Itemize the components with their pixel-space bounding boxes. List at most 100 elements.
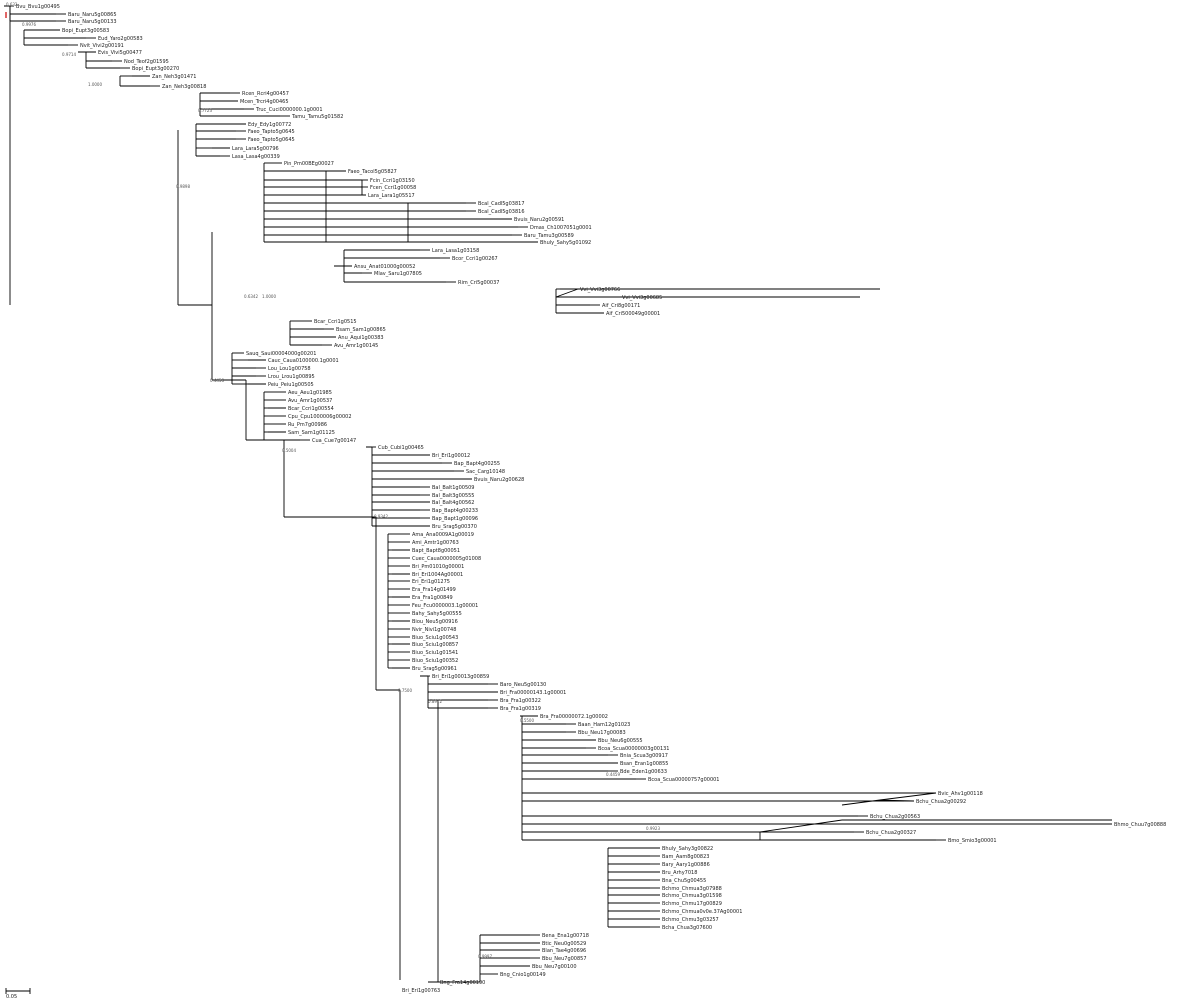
leaf-label: Bary_Aary1g00886 <box>662 862 710 868</box>
leaf-label: Vvi_Vvi3g00685 <box>622 295 662 301</box>
leaf-label: Bri_Eri1g00763 <box>402 988 440 994</box>
leaf-label: Faeo_Tacol5g05827 <box>348 169 397 175</box>
leaf-label: Bmo_Smio3g00001 <box>948 838 997 844</box>
leaf-label: Bcoa_Scua00000757g00001 <box>648 777 720 783</box>
long-branch <box>879 792 937 801</box>
leaf-label: Bbu_Neu7g00100 <box>532 964 577 970</box>
leaf-label: Bchmo_Chmua0v0e.37Ag00001 <box>662 909 742 915</box>
leaf-label: Lrou_Lrou1g00895 <box>268 374 315 380</box>
leaf-label: Bri_Fra00000143.1g00001 <box>500 690 566 696</box>
support-value: 1.0000 <box>262 294 276 299</box>
long-branch <box>841 799 881 806</box>
long-branch <box>555 288 579 298</box>
leaf-label: Bri_Eri1004Ag00001 <box>412 572 463 578</box>
tree-support-values: 0.6320.99760.97141.00000.77230.98980.634… <box>6 2 660 959</box>
leaf-label: Bvuis_Naru2g00628 <box>474 477 524 483</box>
leaf-label: Bra_Fra1g00319 <box>500 706 541 712</box>
leaf-label: Bcal_Cadl5g03817 <box>478 201 525 207</box>
leaf-label: Bam_Aam8g00823 <box>662 854 709 860</box>
leaf-label: Baan_Ham12g01023 <box>578 722 630 728</box>
leaf-label: Aif_Cri500049g00001 <box>606 311 660 317</box>
support-value: 0.5004 <box>282 448 296 453</box>
support-value: 0.7723 <box>198 108 212 113</box>
leaf-label: Pin_Pm00BEg00027 <box>284 161 334 167</box>
support-value: 0.9898 <box>176 184 190 189</box>
support-value: 0.9923 <box>646 826 660 831</box>
leaf-label: Lara_Lara5g00796 <box>232 146 279 152</box>
leaf-label: Bchmo_Chmu17g00829 <box>662 901 722 907</box>
leaf-label: Bri_Eri1g00013g00859 <box>432 674 489 680</box>
support-value: 0.7500 <box>398 688 412 693</box>
leaf-label: Bopi_Eupt3g00270 <box>132 66 179 72</box>
leaf-label: Zan_Neh3g00818 <box>162 84 206 90</box>
support-value: 0.9976 <box>22 22 36 27</box>
leaf-label: Faeo_Tapto5g0645 <box>248 137 295 143</box>
leaf-label: Ansu_Anat01000g00052 <box>354 264 415 270</box>
leaf-label: Lara_Lara1g05517 <box>368 193 415 199</box>
leaf-label: Bcha_Chua3g07600 <box>662 925 712 931</box>
leaf-label: Biuo_Sciu1g00543 <box>412 635 458 641</box>
leaf-label: Bra_Fra1g00322 <box>500 698 541 704</box>
leaf-label: Zan_Neh3g01471 <box>152 74 196 80</box>
leaf-label: Bsan_Eran1g00855 <box>620 761 668 767</box>
support-value: 1.0000 <box>88 82 102 87</box>
leaf-label: Bcar_Ccri1g00554 <box>288 406 334 412</box>
leaf-label: Vvi_Vvi3g00766 <box>580 287 620 293</box>
leaf-label: Bchu_Chua2g00292 <box>916 799 966 805</box>
leaf-label: Dmas_Ch1007051g0001 <box>530 225 592 231</box>
leaf-label: Mlav_Saru1g07805 <box>374 271 422 277</box>
support-value: 0.9714 <box>62 52 76 57</box>
leaf-label: Baru_Tamu3g00589 <box>524 233 574 239</box>
leaf-label: Bap_Bapt4g00255 <box>454 461 500 467</box>
leaf-label: Ru_Pm7g00986 <box>288 422 327 428</box>
leaf-label: Bap_Bapt1g00096 <box>432 516 478 522</box>
leaf-label: Avu_Amr1g00145 <box>334 343 378 349</box>
leaf-label: Bchmo_Chmu3g03257 <box>662 917 719 923</box>
leaf-label: Bhuly_Sahy5g01092 <box>540 240 591 246</box>
leaf-label: Cua_Cue7g00147 <box>312 438 356 444</box>
leaf-label: Anu_Aqui1g00383 <box>338 335 384 341</box>
leaf-label: Cub_Cubi1g00465 <box>378 445 424 451</box>
support-value: 0.9342 <box>374 514 388 519</box>
leaf-label: Cuec_Caua0000005g01008 <box>412 556 481 562</box>
leaf-label: Bal_Balt3g00555 <box>432 493 475 499</box>
leaf-label: Bra_Fra00000072.1g00002 <box>540 714 608 720</box>
leaf-label: Btic_Neu0g00529 <box>542 941 586 947</box>
leaf-label: Aeu_Aeu1g01985 <box>288 390 332 396</box>
support-value: 0.632 <box>6 2 18 7</box>
leaf-label: Biou_Neu5g00916 <box>412 619 458 625</box>
leaf-label: Bna_Chu5g00455 <box>662 878 706 884</box>
leaf-label: Eri_Eri1g01275 <box>412 579 450 585</box>
leaf-label: Bopi_Eupt3g00583 <box>62 28 109 34</box>
leaf-label: Lasa_Lasa4g00339 <box>232 154 280 160</box>
leaf-label: Bvu_Bvu1g00495 <box>16 4 60 10</box>
leaf-label: Bbu_Neu17g00083 <box>578 730 626 736</box>
leaf-label: Bcal_Cadl5g03816 <box>478 209 525 215</box>
leaf-label: Biuo_Sciu1g01541 <box>412 650 458 656</box>
leaf-label: Bhuly_Sahy3g00822 <box>662 846 713 852</box>
leaf-label: Bhmo_Chuu7g00888 <box>1114 822 1166 828</box>
leaf-label: Sam_Sam1g01125 <box>288 430 335 436</box>
leaf-label: Bri_Pm01010g00001 <box>412 564 464 570</box>
leaf-label: Rim_Cri5g00037 <box>458 280 499 286</box>
leaf-label: Era_Fra1g00849 <box>412 595 453 601</box>
leaf-label: Bal_Balt1g00509 <box>432 485 475 491</box>
leaf-label: Tamu_Tamu5g01582 <box>291 114 343 120</box>
leaf-label: Mcen_Trcri4g00465 <box>240 99 289 105</box>
leaf-label: Rcen_Rcri4g00457 <box>242 91 289 97</box>
leaf-label: Lara_Lasa1g03158 <box>432 248 479 254</box>
leaf-label: Bahy_Sahy5g00555 <box>412 611 462 617</box>
scale-bar: 0.05 <box>5 988 31 1000</box>
leaf-label: Biuo_Sciu1g00857 <box>412 642 458 648</box>
support-value: 0.9997 <box>478 954 492 959</box>
leaf-label: Faeo_Tapto5g0645 <box>248 129 295 135</box>
support-value: 0.4459 <box>606 772 620 777</box>
support-value: 0.5500 <box>520 718 534 723</box>
leaf-label: Ami_Amtr1g00763 <box>412 540 459 546</box>
leaf-label: Truc_Cuci0000000.1g0001 <box>255 107 323 113</box>
leaf-label: Bena_Ena1g00718 <box>542 933 589 939</box>
leaf-label: Aif_Cri8g00171 <box>602 303 640 309</box>
leaf-label: Biuo_Sciu1g00352 <box>412 658 458 664</box>
leaf-label: Bru_Arhy7018 <box>662 870 697 876</box>
